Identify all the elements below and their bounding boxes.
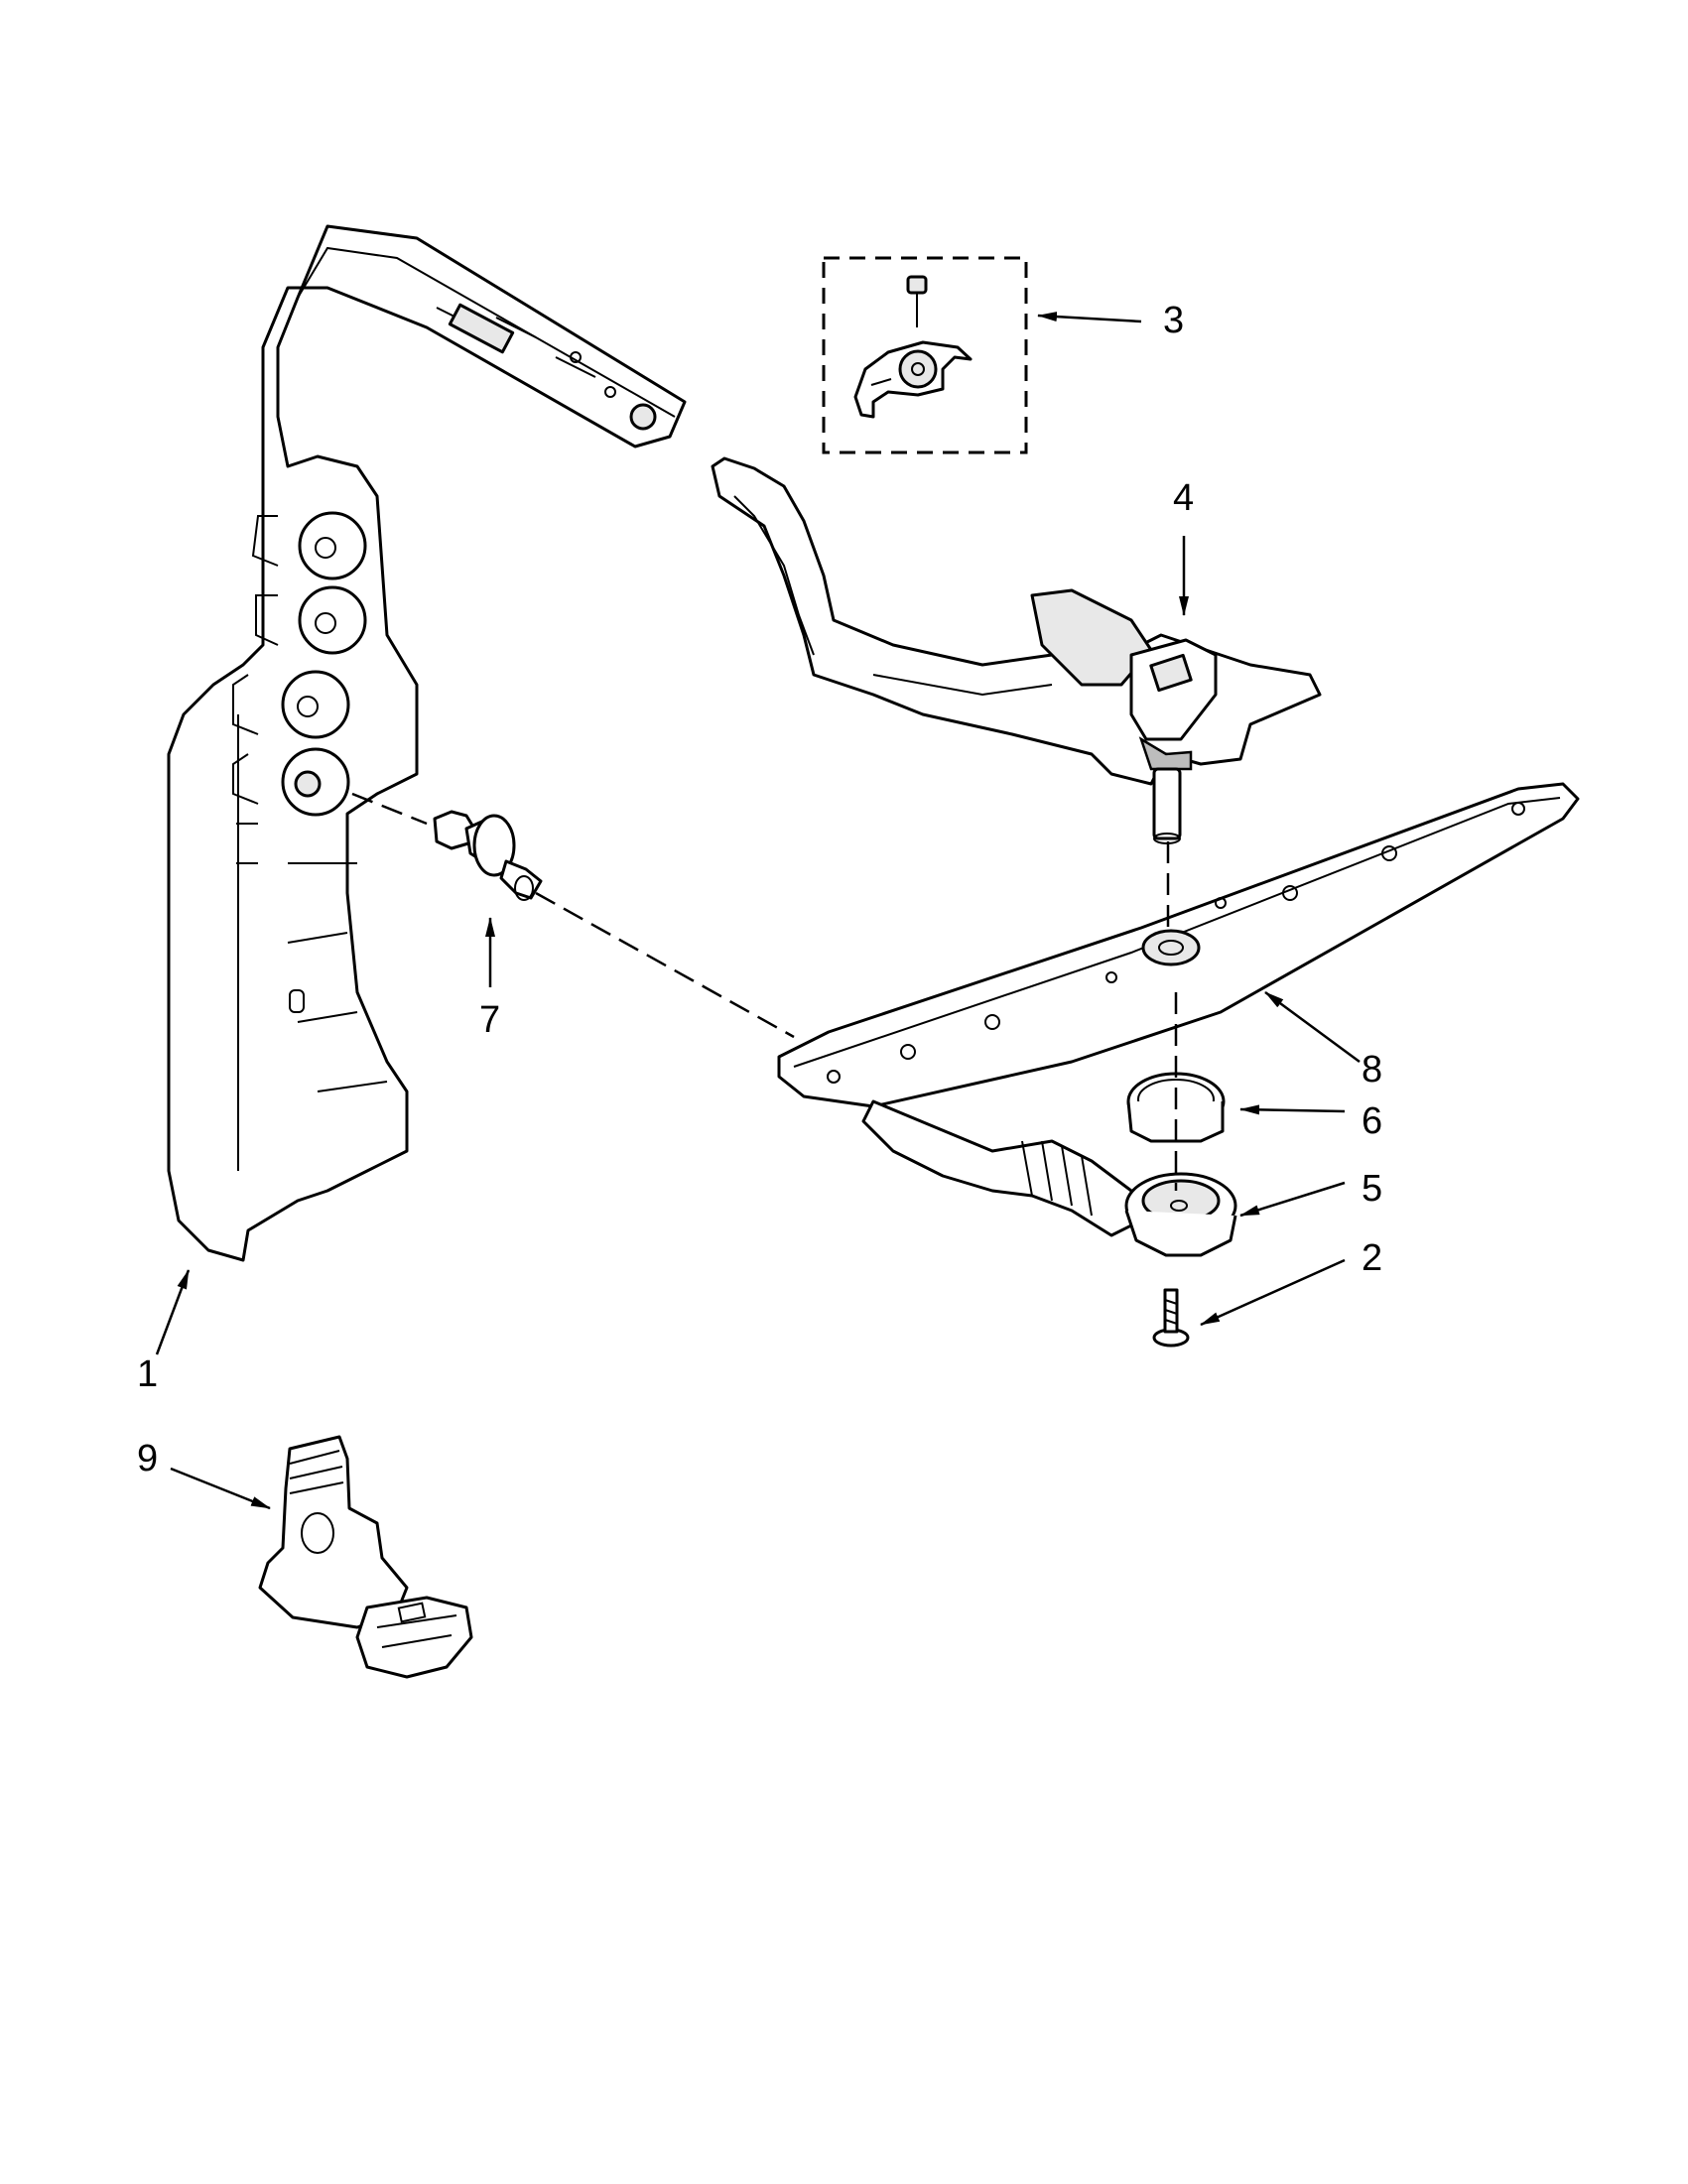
callout-8: 8	[1362, 1049, 1382, 1091]
alignment-line-7-1	[351, 792, 428, 826]
callout-3: 3	[1163, 300, 1184, 341]
conduit-part	[711, 456, 1322, 844]
callout-6: 6	[1362, 1100, 1382, 1142]
leader-3	[1037, 312, 1142, 323]
leader-1	[155, 1269, 191, 1355]
part-3-box	[822, 256, 1028, 454]
hub-assembly-part	[853, 275, 973, 419]
callout-2: 2	[1362, 1237, 1382, 1279]
manifold-base-part	[861, 1099, 1237, 1257]
connector-part	[433, 810, 543, 901]
screw-part	[1152, 1288, 1190, 1348]
callout-7: 7	[479, 999, 500, 1041]
spray-arm-part	[777, 782, 1580, 1108]
callout-5: 5	[1362, 1168, 1382, 1210]
callout-4: 4	[1173, 477, 1194, 519]
callout-1: 1	[137, 1353, 158, 1395]
supply-tube-part	[167, 224, 687, 1262]
alignment-line-7-8	[535, 891, 795, 1039]
leader-5	[1239, 1181, 1346, 1218]
leader-6	[1239, 1104, 1346, 1115]
callout-9: 9	[137, 1438, 158, 1479]
leader-2	[1200, 1258, 1346, 1327]
leader-8	[1264, 990, 1361, 1064]
clip-part	[258, 1435, 473, 1679]
leader-9	[170, 1467, 271, 1510]
